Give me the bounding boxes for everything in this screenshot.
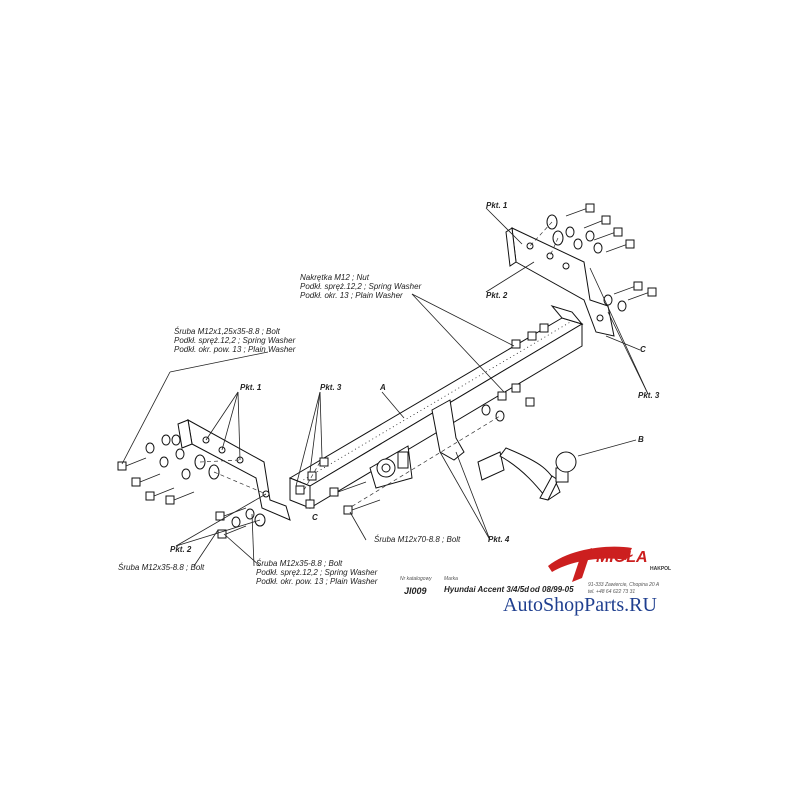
- right-bolt-stack: [529, 203, 657, 312]
- label-small-bolt: Śruba M12x35-8.8 ; Bolt: [118, 563, 205, 572]
- title-block: Nr katalogowy JI009 Marka Hyundai Accent…: [400, 576, 574, 596]
- logo-sub: HAKPOL: [650, 566, 671, 572]
- label-left-spring-washer: Podkł. spręż.12,2 ; Spring Washer: [174, 336, 296, 345]
- label-pkt3-left: Pkt. 3: [320, 383, 342, 392]
- label-pkt1-left: Pkt. 1: [240, 383, 262, 392]
- label-pkt2-right: Pkt. 2: [486, 291, 508, 300]
- logo-address: 91-333 Zawiercie, Chopina 20 A: [588, 582, 660, 588]
- label-c-left: C: [312, 513, 318, 522]
- label-nut-spring-washer: Podkł. spręż.12,2 ; Spring Washer: [300, 282, 422, 291]
- label-nut: Nakrętka M12 ; Nut: [300, 273, 370, 282]
- catalog-number: JI009: [404, 586, 427, 596]
- label-pkt3-right: Pkt. 3: [638, 391, 660, 400]
- label-nut-plain-washer: Podkł. okr. 13 ; Plain Washer: [300, 291, 403, 300]
- hakpol-logo: MIOŁA HAKPOL 91-333 Zawiercie, Chopina 2…: [548, 546, 671, 595]
- label-pkt1-right: Pkt. 1: [486, 201, 508, 210]
- right-bracket: [505, 227, 615, 337]
- vehicle-years: od 08/99-05: [530, 585, 574, 594]
- label-left-bolt: Śruba M12x1,25x35-8.8 ; Bolt: [174, 327, 281, 336]
- tow-ball-b: [477, 447, 577, 501]
- label-pkt2-left: Pkt. 2: [170, 545, 192, 554]
- label-long-bolt: Śruba M12x70-8.8 ; Bolt: [374, 535, 461, 544]
- label-mid-plain-washer: Podkł. okr. pow. 13 ; Plain Washer: [256, 577, 378, 586]
- vehicle-model: Hyundai Accent 3/4/5d: [444, 585, 530, 594]
- leader-lines: [121, 207, 649, 567]
- left-bottom-bolt-stack: [215, 507, 266, 539]
- label-mid-spring-washer: Podkł. spręż.12,2 ; Spring Washer: [256, 568, 378, 577]
- crossbar-left-nuts: [295, 457, 329, 509]
- watermark-text: AutoShopParts.RU: [503, 594, 657, 616]
- label-pkt4: Pkt. 4: [488, 535, 510, 544]
- left-bolt-stack: [117, 434, 267, 505]
- logo-i-mark: [572, 548, 592, 582]
- label-left-plain-washer: Podkł. okr. pow. 13 ; Plain Washer: [174, 345, 296, 354]
- label-a: A: [379, 383, 386, 392]
- label-mid-bolt: Śruba M12x35-8.8 ; Bolt: [256, 559, 343, 568]
- label-b: B: [638, 435, 644, 444]
- logo-phone: tel. +48 64 622 73 31: [588, 589, 635, 595]
- label-c-right: C: [640, 345, 646, 354]
- crossbar-right-nuts: [345, 323, 549, 511]
- part-labels: Pkt. 1 Pkt. 2 Pkt. 3 C Nakrętka M12 ; Nu…: [118, 201, 660, 586]
- long-bolt: [329, 481, 381, 515]
- brand-header: Marka: [444, 576, 458, 582]
- left-bracket: [177, 419, 291, 521]
- logo-name: MIOŁA: [596, 549, 648, 566]
- logo-swoosh: [548, 546, 632, 572]
- center-mount-plate: [369, 399, 465, 489]
- catalog-header: Nr katalogowy: [400, 576, 432, 582]
